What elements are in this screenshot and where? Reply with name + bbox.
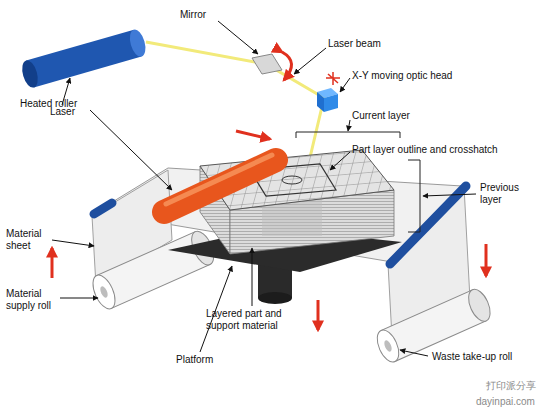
guide-roller-left xyxy=(94,203,112,214)
supply-roll xyxy=(88,228,218,312)
part-label: Heated roller xyxy=(20,98,100,110)
heated-roller xyxy=(164,155,276,212)
watermark: dayinpai.com xyxy=(476,396,546,408)
waste-motion-arrow xyxy=(485,244,488,276)
part-label: Platform xyxy=(176,354,236,366)
layered-part xyxy=(200,150,394,254)
part-label: Current layer xyxy=(352,110,432,122)
part-label: Mirror xyxy=(180,9,240,21)
part-label: Material sheet xyxy=(6,228,54,252)
previous-layer-bracket xyxy=(408,160,420,232)
current-layer-bracket xyxy=(296,132,400,138)
mirror xyxy=(252,54,282,74)
platform-motion-arrow xyxy=(317,300,320,330)
part-label: Laser beam xyxy=(328,38,408,50)
mirror-rotation-arrow xyxy=(282,52,292,80)
part-label: Previous layer xyxy=(480,182,530,206)
optic-head xyxy=(317,72,340,112)
laser-body xyxy=(19,28,148,90)
part-label: X-Y moving optic head xyxy=(352,70,482,82)
part-label: Waste take-up roll xyxy=(432,351,542,363)
part-label: Part layer outline and crosshatch xyxy=(352,144,512,156)
part-label: Layered part and support material xyxy=(206,308,306,332)
roller-motion-arrow xyxy=(236,131,270,139)
watermark: 打印派分享 xyxy=(486,380,546,392)
part-label: Material supply roll xyxy=(6,288,62,312)
supply-motion-arrow xyxy=(51,248,54,278)
guide-roller-right xyxy=(390,186,466,264)
